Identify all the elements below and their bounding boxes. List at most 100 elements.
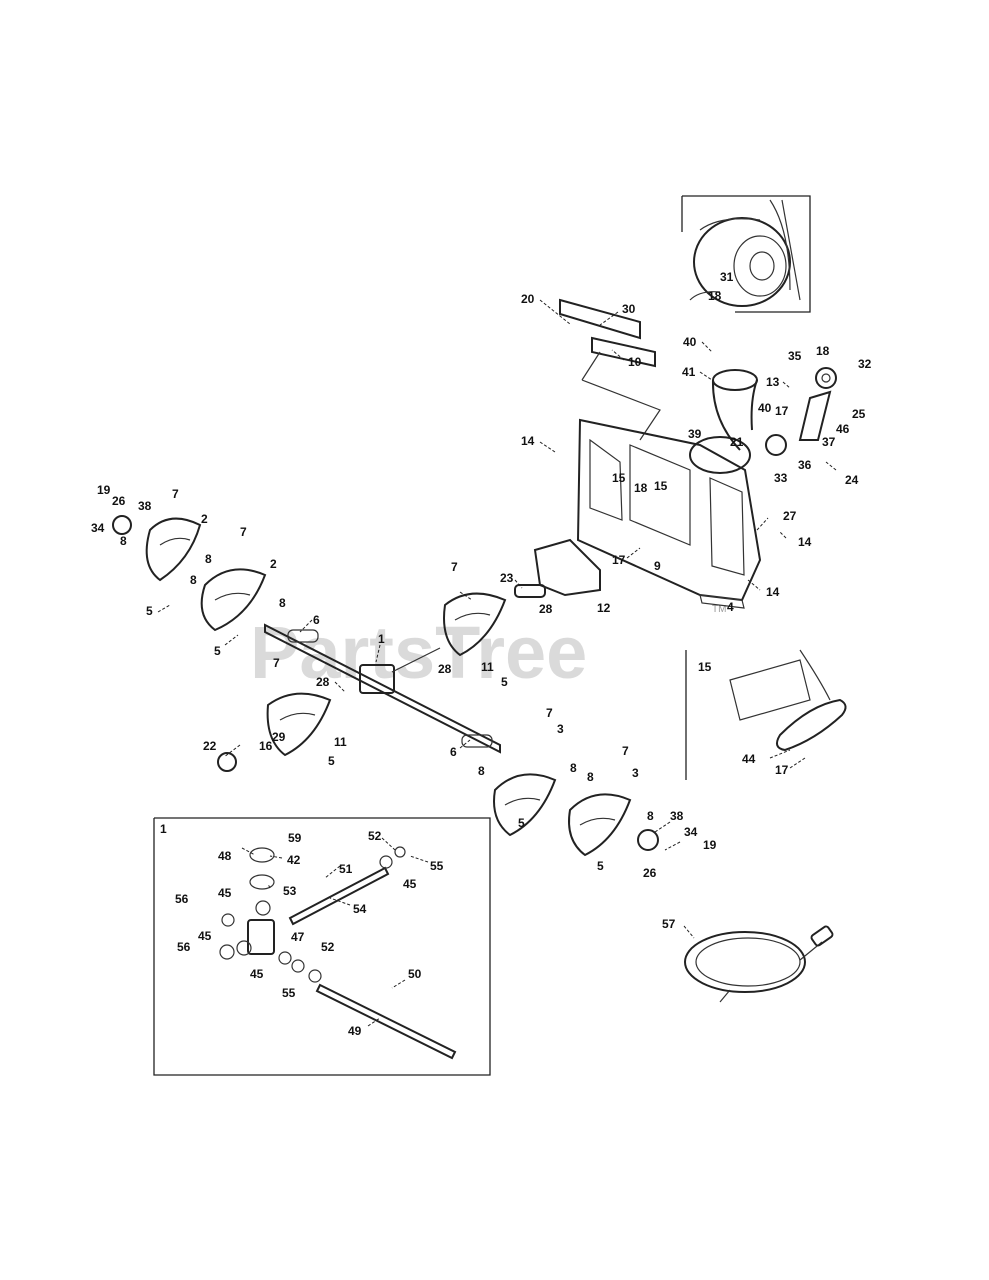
- callout-23: 23: [500, 571, 514, 585]
- callout-48: 48: [218, 849, 232, 863]
- callout-8-far-c: 8: [647, 809, 654, 823]
- callout-55-bottom: 55: [282, 986, 296, 1000]
- callout-7-right: 7: [546, 706, 553, 720]
- callout-45-top: 45: [403, 877, 417, 891]
- callout-21: 21: [730, 435, 744, 449]
- auger-flight-right-outer: [568, 793, 659, 857]
- callout-35: 35: [788, 349, 802, 363]
- callout-14-left: 14: [521, 434, 535, 448]
- callout-52-bottom: 52: [321, 940, 335, 954]
- callout-18-detail: 18: [708, 289, 722, 303]
- callout-55-top: 55: [430, 859, 444, 873]
- callout-27: 27: [783, 509, 797, 523]
- callout-59: 59: [288, 831, 302, 845]
- callout-17-top: 17: [775, 404, 789, 418]
- callout-26-right: 26: [643, 866, 657, 880]
- callout-8-second: 8: [205, 552, 212, 566]
- callout-52-top: 52: [368, 829, 382, 843]
- callout-2-left: 2: [201, 512, 208, 526]
- callout-40-mid: 40: [758, 401, 772, 415]
- callout-19-right: 19: [703, 838, 717, 852]
- callout-8-fourth: 8: [279, 596, 286, 610]
- callout-30: 30: [622, 302, 636, 316]
- chute-pulley-plate: [765, 367, 837, 456]
- callout-54: 54: [353, 902, 367, 916]
- callout-37: 37: [822, 435, 836, 449]
- callout-42: 42: [287, 853, 301, 867]
- callout-15-right: 15: [654, 479, 668, 493]
- callout-25: 25: [852, 407, 866, 421]
- callout-34-right: 34: [684, 825, 698, 839]
- callout-51: 51: [339, 862, 353, 876]
- callout-45-left: 45: [218, 886, 232, 900]
- callout-17-housing: 17: [612, 553, 626, 567]
- callout-24: 24: [845, 473, 859, 487]
- callout-7-mid: 7: [273, 656, 280, 670]
- callout-22: 22: [203, 739, 217, 753]
- callout-2-second: 2: [270, 557, 277, 571]
- callout-1: 1: [378, 632, 385, 646]
- gearbox-exploded: [219, 846, 457, 1060]
- callout-18-pulley: 18: [816, 344, 830, 358]
- callout-13: 13: [766, 375, 780, 389]
- callout-11-left: 11: [334, 735, 347, 749]
- extension-cord: [684, 925, 834, 1003]
- callout-45-bottom: 45: [250, 967, 264, 981]
- callout-44: 44: [742, 752, 756, 766]
- callout-29: 29: [272, 730, 286, 744]
- callout-5-left: 5: [146, 604, 153, 618]
- callout-28-bracket: 28: [539, 602, 553, 616]
- auger-flight-center-left: [217, 692, 332, 772]
- callout-28-shaft: 28: [316, 675, 330, 689]
- callout-8-left: 8: [120, 534, 127, 548]
- callout-9: 9: [654, 559, 661, 573]
- callout-5-mid: 5: [328, 754, 335, 768]
- callout-53: 53: [283, 884, 297, 898]
- callout-17-belt: 17: [775, 763, 789, 777]
- callout-45-mid: 45: [198, 929, 212, 943]
- callout-8-far-a: 8: [570, 761, 577, 775]
- callout-31: 31: [720, 270, 734, 284]
- auger-flight-left-outer: [112, 515, 202, 582]
- auger-housing: [576, 418, 762, 609]
- callout-4: 4: [727, 600, 734, 614]
- callout-14-bottom: 14: [766, 585, 780, 599]
- callout-47: 47: [291, 930, 305, 944]
- callout-40-top: 40: [683, 335, 697, 349]
- watermark-tm: TM: [712, 604, 726, 615]
- callout-56-top: 56: [175, 892, 189, 906]
- callout-33: 33: [774, 471, 788, 485]
- callout-39: 39: [688, 427, 702, 441]
- auger-shaft: [264, 623, 501, 754]
- callout-15-left: 15: [612, 471, 626, 485]
- callout-38-left: 38: [138, 499, 152, 513]
- callout-6-right: 6: [450, 745, 457, 759]
- callout-34-left: 34: [91, 521, 105, 535]
- callout-16: 16: [259, 739, 273, 753]
- callout-labels: 20 30 10 31 18 40 41 35 18 32 13 40 17 2…: [91, 270, 872, 1038]
- callout-46: 46: [836, 422, 850, 436]
- callout-5-center: 5: [501, 675, 508, 689]
- callout-14-right: 14: [798, 535, 812, 549]
- callout-5-second: 5: [214, 644, 221, 658]
- callout-7-left: 7: [172, 487, 179, 501]
- callout-10: 10: [628, 355, 642, 369]
- callout-3-far-right: 3: [632, 766, 639, 780]
- auger-flight-left-inner: [200, 568, 267, 632]
- callout-11-right: 11: [481, 660, 494, 674]
- callout-18-housing: 18: [634, 481, 648, 495]
- discharge-chute: [711, 369, 758, 451]
- callout-5-right: 5: [518, 816, 525, 830]
- callout-8-right: 8: [478, 764, 485, 778]
- callout-6-left: 6: [313, 613, 320, 627]
- inset-frame-gearbox: [153, 817, 491, 1076]
- auger-flight-center-right: [443, 592, 507, 657]
- inset-gearbox-label: 1: [160, 822, 167, 836]
- callout-7-far-right: 7: [622, 744, 629, 758]
- callout-15-belt: 15: [698, 660, 712, 674]
- watermark-text: PartsTree: [250, 611, 587, 694]
- chute-crank-assembly: [559, 298, 661, 441]
- callout-50: 50: [408, 967, 422, 981]
- callout-leader-lines: [157, 299, 837, 1027]
